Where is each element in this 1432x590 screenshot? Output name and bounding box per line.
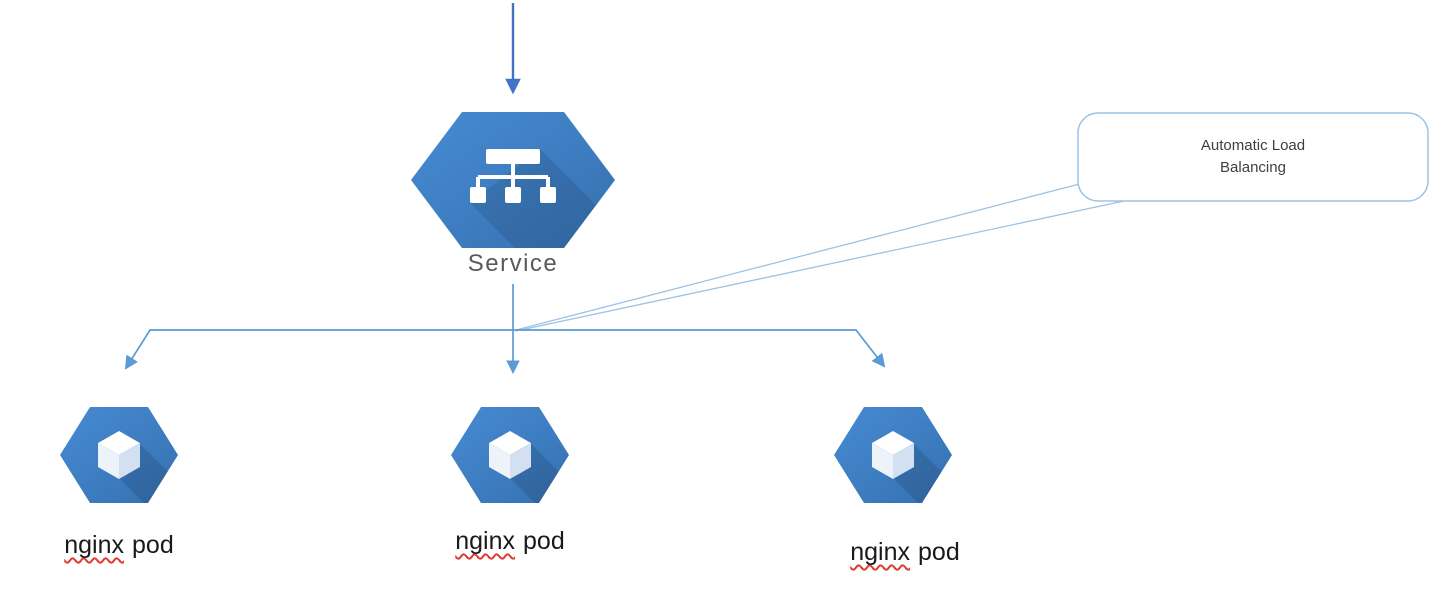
load-balancing-connectors <box>124 284 886 375</box>
pod-label-1-misspelled-word: nginx <box>64 531 125 559</box>
callout-bubble <box>1077 112 1429 202</box>
pod-hexagon-icon-1 <box>60 407 178 503</box>
service-label: Service <box>467 250 559 277</box>
pod-label-3-misspelled-word: nginx <box>850 538 911 566</box>
pod-label-2-misspelled-word: nginx <box>455 527 516 555</box>
branch-arrow-left <box>124 329 513 370</box>
pod-label-1-rest: pod <box>132 531 174 559</box>
pod-hexagon-icon-3 <box>834 407 952 503</box>
service-hexagon-icon <box>411 112 615 248</box>
pod-label-2-rest: pod <box>523 527 565 555</box>
callout-tail <box>515 179 1139 332</box>
pod-label-3-rest: pod <box>918 538 960 566</box>
sitemap-icon <box>470 149 556 203</box>
branch-arrow-right <box>513 329 886 368</box>
pod-hexagon-icon-2 <box>451 407 569 503</box>
